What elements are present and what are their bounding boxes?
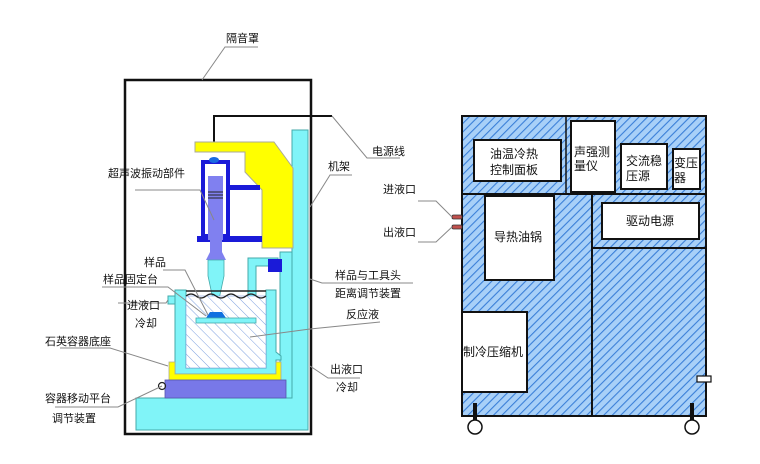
label-platform-line1: 容器移动平台 — [45, 391, 111, 405]
left-diagram — [55, 46, 413, 436]
wheel-left-icon — [467, 419, 483, 435]
label-distance-adjust-line1: 样品与工具头 — [335, 268, 401, 282]
label-oil-pot: 导热油锅 — [494, 229, 542, 244]
label-enclosure: 隔音罩 — [226, 31, 259, 45]
distance-adjust-block — [268, 259, 282, 272]
label-quartz-base: 石英容器底座 — [45, 334, 111, 348]
heat-transfer-oil-pot — [484, 195, 555, 281]
label-oil-temp-panel-line1: 油温冷热 — [490, 147, 538, 161]
label-reaction-liquid: 反应液 — [346, 307, 379, 321]
wheel-right-icon — [684, 419, 700, 435]
label-outlet-cooling-line1: 出液口 — [330, 362, 363, 376]
label-compressor: 制冷压缩机 — [463, 344, 523, 359]
sample-holder-plate — [195, 317, 257, 324]
label-inlet-cooling-line1: 进液口 — [127, 298, 160, 312]
label-ac-stabilizer-line1: 交流稳 — [626, 153, 662, 168]
label-sample: 样品 — [144, 255, 166, 269]
drive-power-supply — [601, 202, 700, 240]
transducer-cap — [209, 157, 219, 163]
label-transformer-line1: 变压 — [674, 155, 698, 170]
container-moving-platform — [164, 379, 287, 399]
power-cable — [213, 115, 332, 152]
horn-tip — [206, 240, 226, 260]
outlet-port — [451, 224, 463, 230]
label-inlet-cooling-line2: 冷却 — [135, 317, 157, 330]
support-arm — [194, 141, 294, 249]
label-oil-temp-panel-line2: 控制面板 — [490, 163, 538, 177]
transformer — [672, 148, 701, 190]
label-frame: 机架 — [328, 159, 350, 173]
refrigeration-compressor — [461, 311, 528, 393]
ac-voltage-stabilizer — [620, 143, 668, 190]
inlet-pipe — [167, 295, 176, 305]
label-outlet: 出液口 — [383, 225, 416, 239]
frame-inner-post — [279, 251, 293, 399]
reaction-liquid — [185, 295, 267, 369]
oil-temp-control-panel — [473, 139, 562, 182]
label-sound-meter-line2: 量仪 — [574, 159, 598, 173]
label-drive-power: 驱动电源 — [626, 214, 674, 228]
label-ultrasonic-unit: 超声波振动部件 — [108, 166, 185, 180]
horn-body — [208, 176, 223, 240]
side-handle-icon — [696, 375, 712, 383]
label-inlet: 进液口 — [383, 182, 416, 196]
right-diagram — [418, 115, 712, 435]
label-sample-holder: 样品固定台 — [103, 272, 158, 286]
label-power-cable: 电源线 — [372, 144, 405, 158]
transducer-base — [197, 236, 262, 242]
label-sound-meter-line1: 声强测 — [574, 145, 610, 159]
label-distance-adjust-line2: 距离调节装置 — [335, 286, 401, 300]
label-ac-stabilizer-line2: 压源 — [626, 169, 650, 183]
transducer-arm — [228, 185, 260, 190]
sample-holder — [206, 312, 226, 318]
sound-intensity-meter — [570, 120, 616, 193]
adjust-knob-icon — [157, 381, 167, 391]
sound-enclosure — [123, 78, 313, 436]
inlet-port — [451, 214, 463, 220]
label-platform-line2: 调节装置 — [52, 412, 96, 425]
label-outlet-cooling-line2: 冷却 — [336, 381, 358, 394]
label-transformer-line2: 器 — [674, 171, 686, 185]
